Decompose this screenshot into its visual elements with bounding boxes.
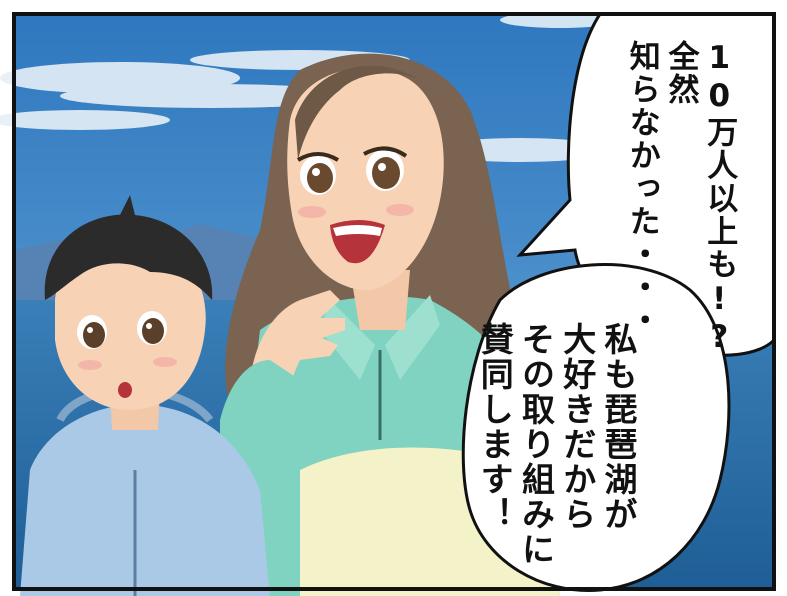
speech-line: 大好きだから bbox=[557, 322, 597, 532]
speech-line: 知らなかった・・・ bbox=[623, 40, 660, 337]
panel-border bbox=[12, 12, 776, 591]
speech-bubble-lower-text: 私も琵琶湖が 大好きだから その取り組みに 賛同します！ bbox=[474, 322, 639, 567]
speech-line: 全然 bbox=[662, 40, 699, 106]
speech-bubble-lower-shape bbox=[461, 263, 731, 592]
speech-line: 10万人以上も!? bbox=[701, 40, 738, 357]
speech-line: 賛同します！ bbox=[475, 322, 515, 532]
speech-line: その取り組みに bbox=[516, 322, 556, 567]
speech-bubble-upper-text: 10万人以上も!? 全然 知らなかった・・・ bbox=[622, 40, 738, 357]
speech-line: 私も琵琶湖が bbox=[599, 322, 638, 532]
boy-character bbox=[20, 195, 270, 596]
